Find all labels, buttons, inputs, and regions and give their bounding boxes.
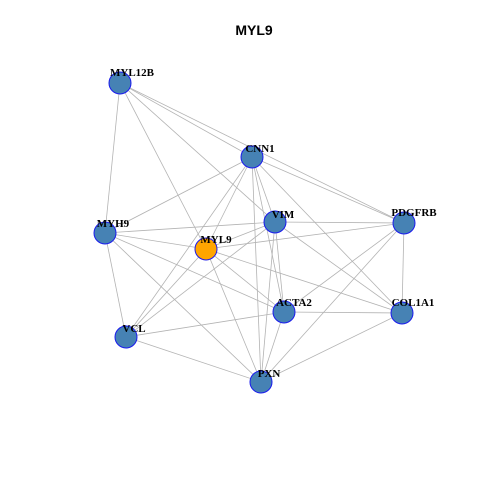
edge-cnn1-vcl (125, 156, 253, 338)
edge-myl12b-myh9 (104, 82, 121, 234)
edge-cnn1-myh9 (104, 156, 253, 234)
edge-cnn1-pxn (251, 156, 262, 383)
edge-myh9-pxn (104, 232, 262, 383)
node-label-myh9: MYH9 (97, 218, 130, 230)
edge-vim-vcl (125, 221, 276, 338)
node-label-pdgfrb: PDGFRB (391, 207, 437, 219)
edge-acta2-vcl (125, 311, 285, 338)
node-myl12b[interactable] (108, 71, 132, 95)
edge-cnn1-col1a1 (251, 156, 403, 314)
edge-myh9-myl9 (104, 232, 207, 250)
edge-myl9-col1a1 (205, 248, 403, 314)
edge-vim-myl9 (205, 221, 276, 250)
node-label-col1a1: COL1A1 (392, 297, 435, 309)
edge-myl12b-myl9 (119, 82, 207, 250)
edge-acta2-col1a1 (283, 311, 403, 314)
edge-vim-pxn (260, 221, 276, 383)
nodes-layer (93, 71, 416, 394)
node-label-myl9: MYL9 (200, 234, 232, 246)
edge-myl12b-vim (119, 82, 276, 223)
node-cnn1[interactable] (240, 145, 264, 169)
node-label-cnn1: CNN1 (245, 143, 274, 155)
node-label-myl12b: MYL12B (110, 67, 155, 79)
node-label-acta2: ACTA2 (276, 297, 312, 309)
node-myl9[interactable] (194, 237, 218, 261)
edge-vim-pdgfrb (274, 221, 405, 224)
edge-pdgfrb-acta2 (283, 222, 405, 313)
node-label-pxn: PXN (258, 368, 281, 380)
node-acta2[interactable] (272, 300, 296, 324)
edge-myl12b-cnn1 (119, 82, 253, 158)
edge-acta2-pxn (260, 311, 285, 383)
edge-myl9-vcl (125, 248, 207, 338)
edge-cnn1-acta2 (251, 156, 285, 313)
edge-myh9-vcl (104, 232, 127, 338)
node-pdgfrb[interactable] (392, 211, 416, 235)
edge-col1a1-pxn (260, 312, 403, 383)
edge-pdgfrb-pxn (260, 222, 405, 383)
edge-pdgfrb-col1a1 (401, 222, 405, 314)
edge-pdgfrb-myl9 (205, 222, 405, 250)
edge-cnn1-myl9 (205, 156, 253, 250)
node-label-vim: VIM (272, 209, 295, 221)
node-label-vcl: VCL (122, 323, 145, 335)
edge-myh9-acta2 (104, 232, 285, 313)
edges-layer (104, 82, 405, 383)
diagram-title: MYL9 (235, 22, 273, 38)
edge-myl9-pxn (205, 248, 262, 383)
node-myh9[interactable] (93, 221, 117, 245)
edge-myl9-acta2 (205, 248, 285, 313)
node-pxn[interactable] (249, 370, 273, 394)
edge-vim-acta2 (274, 221, 285, 313)
edge-cnn1-pdgfrb (251, 156, 405, 224)
edge-vcl-pxn (125, 336, 262, 383)
edge-myh9-vim (104, 221, 276, 234)
node-vcl[interactable] (114, 325, 138, 349)
node-col1a1[interactable] (390, 301, 414, 325)
node-vim[interactable] (263, 210, 287, 234)
